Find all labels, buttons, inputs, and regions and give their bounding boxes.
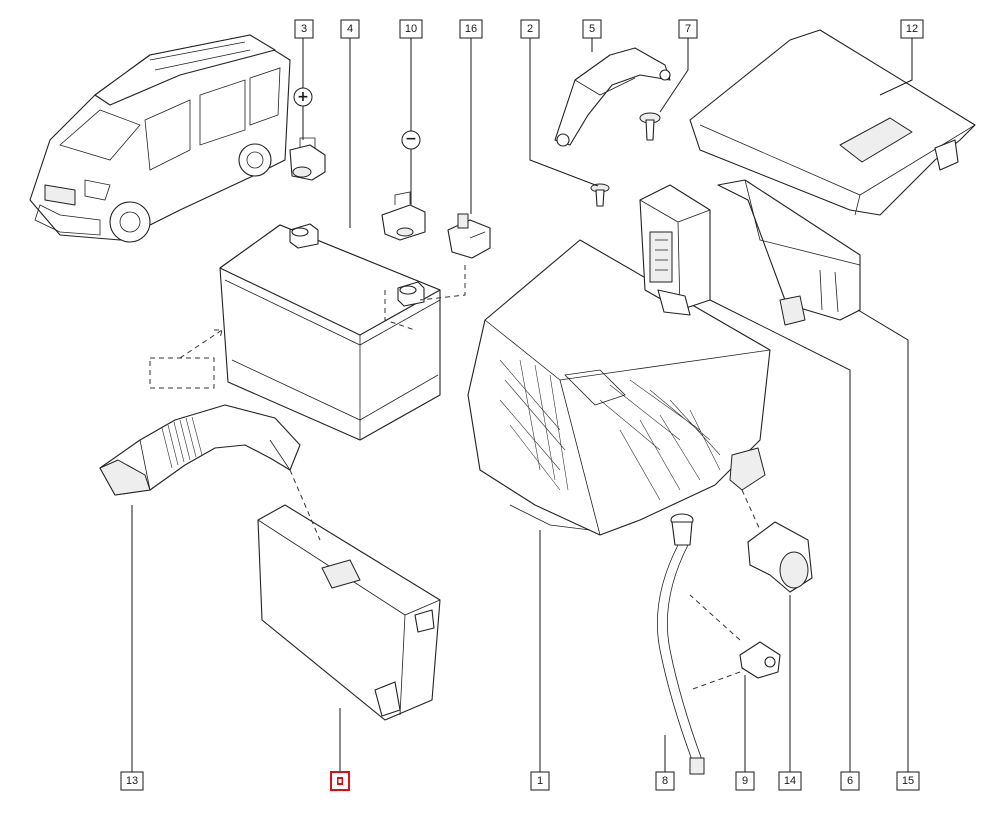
- svg-text:8: 8: [662, 775, 668, 787]
- negative-symbol: −: [401, 130, 421, 150]
- callout-12[interactable]: 12: [900, 19, 924, 39]
- positive-terminal-clamp: [289, 137, 326, 181]
- svg-text:7: 7: [685, 23, 691, 35]
- callout-10[interactable]: 10: [399, 19, 423, 39]
- positive-symbol: +: [293, 87, 313, 107]
- svg-text:+: +: [297, 89, 309, 105]
- hold-down-bracket: [554, 47, 671, 147]
- negative-terminal-clamp: [381, 191, 426, 241]
- leader-lines: [131, 38, 913, 772]
- callout-1[interactable]: 1: [530, 771, 550, 791]
- svg-text:1: 1: [537, 775, 543, 787]
- svg-text:−: −: [405, 131, 417, 147]
- hose-clip: [689, 594, 781, 691]
- callout-16[interactable]: 16: [459, 19, 483, 39]
- callout-2[interactable]: 2: [520, 19, 540, 39]
- callout-14[interactable]: 14: [778, 771, 802, 791]
- battery-cover: [689, 29, 976, 216]
- battery-tray: [467, 239, 771, 536]
- svg-text:6: 6: [847, 775, 853, 787]
- svg-text:2: 2: [527, 23, 533, 35]
- callout-7[interactable]: 7: [678, 19, 698, 39]
- svg-text:9: 9: [742, 775, 748, 787]
- callout-11-highlighted[interactable]: [330, 771, 350, 791]
- callout-13[interactable]: 13: [120, 771, 144, 791]
- callout-4[interactable]: 4: [340, 19, 360, 39]
- svg-text:14: 14: [784, 775, 796, 787]
- duct-elbow: [741, 489, 813, 593]
- svg-text:5: 5: [589, 23, 595, 35]
- vent-hose: [656, 513, 705, 775]
- bracket-bolt-2: [590, 183, 610, 207]
- callout-3[interactable]: 3: [294, 19, 314, 39]
- terminal-connector: [419, 213, 491, 301]
- svg-text:15: 15: [902, 775, 914, 787]
- callout-6[interactable]: 6: [840, 771, 860, 791]
- callout-5[interactable]: 5: [582, 19, 602, 39]
- battery-insulation-jacket: [257, 469, 441, 721]
- battery: [219, 223, 441, 441]
- callouts-top: 3 4 10 16 2 5 7 12: [294, 19, 924, 39]
- cover-frame: [717, 179, 861, 326]
- svg-text:4: 4: [347, 23, 353, 35]
- svg-text:10: 10: [405, 23, 417, 35]
- svg-text:16: 16: [465, 23, 477, 35]
- callouts-bottom: 13 1 8 9 14 6 15: [120, 771, 920, 791]
- svg-text:12: 12: [906, 23, 918, 35]
- fuse-box: [639, 184, 711, 316]
- svg-text:13: 13: [126, 775, 138, 787]
- bracket-bolt-7: [639, 112, 661, 141]
- svg-text:3: 3: [301, 23, 307, 35]
- callout-9[interactable]: 9: [735, 771, 755, 791]
- callout-8[interactable]: 8: [655, 771, 675, 791]
- callout-15[interactable]: 15: [896, 771, 920, 791]
- van-illustration: [29, 34, 291, 243]
- placeholder-part: [149, 329, 223, 389]
- air-duct: [99, 404, 301, 496]
